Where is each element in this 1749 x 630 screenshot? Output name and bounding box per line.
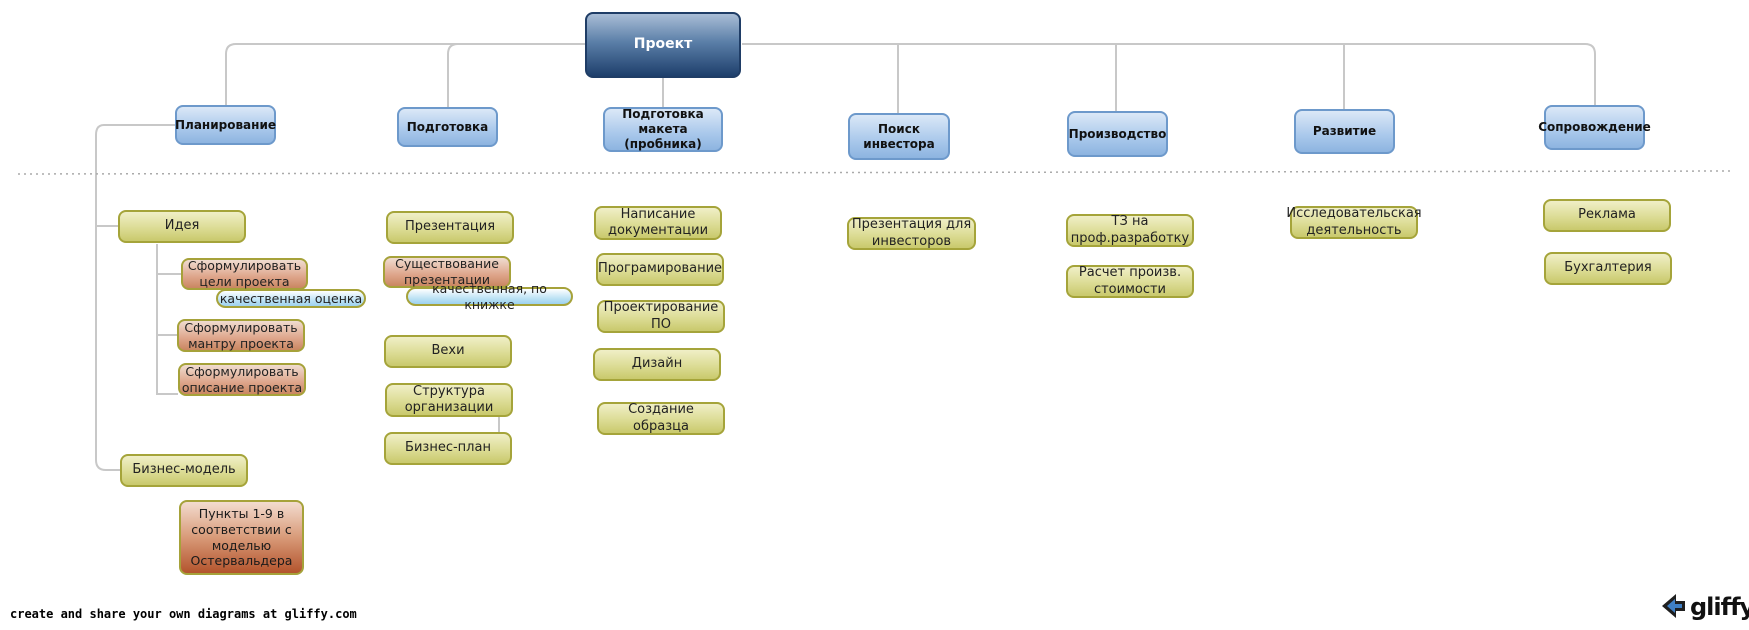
task-presentation[interactable]: Презентация xyxy=(386,211,514,244)
connector xyxy=(95,124,175,471)
connector xyxy=(742,43,1596,105)
task-osterwalder-points[interactable]: Пункты 1-9 в соответствии с моделью Осте… xyxy=(179,500,304,575)
category-mockup[interactable]: Подготовка макета (пробника) xyxy=(603,107,723,152)
gliffy-brand-text: gliffy xyxy=(1690,593,1749,621)
category-development[interactable]: Развитие xyxy=(1294,109,1395,154)
task-software-design[interactable]: Проектирование ПО xyxy=(597,300,725,333)
task-investor-presentation[interactable]: Презентация для инвесторов xyxy=(847,217,976,250)
root-node-project[interactable]: Проект xyxy=(585,12,741,78)
category-investor-search[interactable]: Поиск инвестора xyxy=(848,113,950,160)
note-quality-by-book[interactable]: качественная, по книжке xyxy=(406,281,573,312)
task-formulate-description[interactable]: Сформулировать описание проекта xyxy=(178,363,306,396)
task-formulate-mantra[interactable]: Сформулировать мантру проекта xyxy=(177,319,305,352)
task-write-docs[interactable]: Написание документации xyxy=(594,206,722,240)
connectors xyxy=(95,43,1596,471)
task-advertising[interactable]: Реклама xyxy=(1543,199,1671,232)
task-org-structure[interactable]: Структура организации xyxy=(385,383,513,417)
footer-promo-text[interactable]: create and share your own diagrams at gl… xyxy=(10,607,357,621)
task-prototype[interactable]: Создание образца xyxy=(597,402,725,435)
gliffy-logo-icon xyxy=(1658,590,1688,624)
task-design[interactable]: Дизайн xyxy=(593,348,721,381)
task-accounting[interactable]: Бухгалтерия xyxy=(1544,252,1672,285)
connector xyxy=(156,244,178,395)
task-formulate-goals[interactable]: Сформулировать цели проекта xyxy=(181,258,308,290)
task-spec[interactable]: ТЗ на проф.разработку xyxy=(1066,214,1194,247)
category-support[interactable]: Сопровождение xyxy=(1538,105,1651,150)
task-cost-calculation[interactable]: Расчет произв. стоимости xyxy=(1066,265,1194,298)
connector xyxy=(225,43,585,105)
category-preparation[interactable]: Подготовка xyxy=(397,107,498,147)
category-planning[interactable]: Планирование xyxy=(175,105,276,145)
gliffy-brand[interactable]: gliffy xyxy=(1658,590,1749,624)
task-programming[interactable]: Програмирование xyxy=(596,253,724,286)
separator-line xyxy=(17,170,1731,175)
task-business-plan[interactable]: Бизнес-план xyxy=(384,432,512,465)
category-production[interactable]: Производство xyxy=(1067,111,1168,157)
connector xyxy=(447,43,459,107)
task-idea[interactable]: Идея xyxy=(118,210,246,243)
note-quality-assessment[interactable]: качественная оценка xyxy=(216,289,366,308)
task-presentation-existence[interactable]: Существование презентации xyxy=(383,256,511,288)
task-business-model[interactable]: Бизнес-модель xyxy=(120,454,248,487)
task-research[interactable]: Исследовательская деятельность xyxy=(1286,206,1422,239)
task-milestones[interactable]: Вехи xyxy=(384,335,512,368)
